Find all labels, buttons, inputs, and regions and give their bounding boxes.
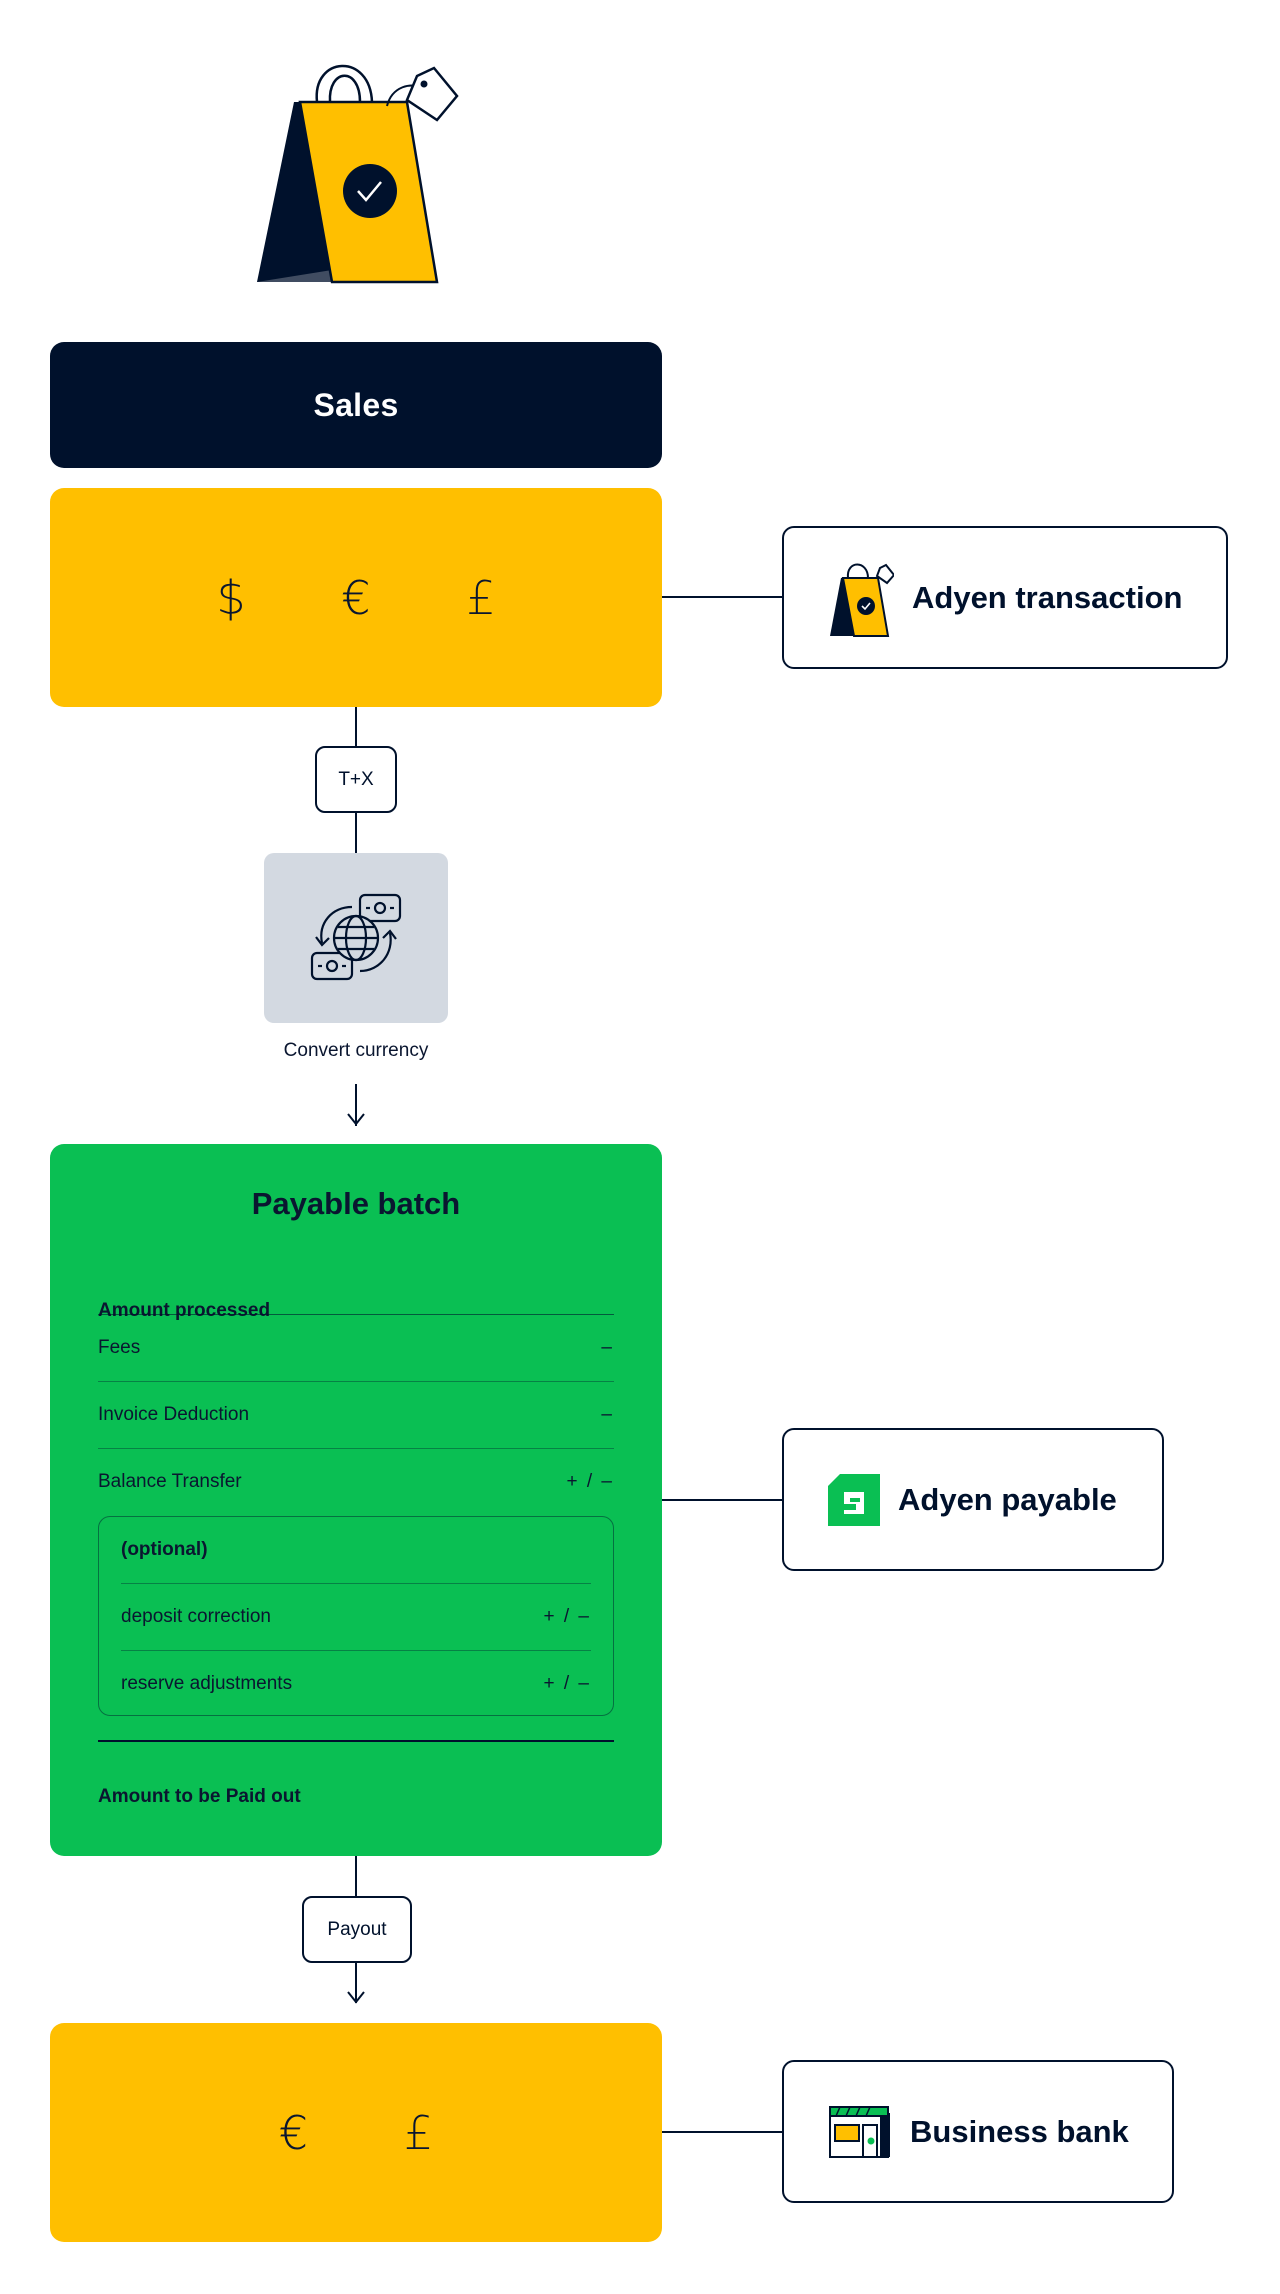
optional-row-label: deposit correction: [121, 1605, 271, 1627]
pound-symbol: £: [466, 570, 496, 625]
optional-adjustments-box: (optional) deposit correction + / – rese…: [98, 1516, 614, 1716]
convert-currency-caption: Convert currency: [283, 1040, 429, 1061]
dollar-symbol: $: [216, 570, 246, 625]
payable-batch-box: Payable batch Amount processed Fees – In…: [50, 1144, 662, 1856]
storefront-icon: [829, 2105, 890, 2158]
payable-batch-title: Payable batch: [251, 1186, 461, 1221]
batch-row-label: Amount processed: [98, 1300, 271, 1321]
connector-transaction: [662, 596, 782, 598]
connector-payout-top: [355, 1856, 357, 1896]
business-bank-card: Business bank: [782, 2060, 1174, 2203]
batch-row-signs: –: [601, 1403, 614, 1425]
optional-row-label: reserve adjustments: [121, 1672, 293, 1694]
pound-symbol: £: [403, 2105, 434, 2160]
batch-row-amount-processed: Amount processed: [98, 1278, 614, 1344]
batch-row-label: Fees: [98, 1336, 141, 1358]
optional-row-reserve-adjustments: reserve adjustments + / –: [121, 1650, 591, 1716]
arrow-to-batch: [355, 1084, 357, 1126]
sales-currency-box: $ € £: [50, 488, 662, 707]
sales-title: Sales: [313, 386, 399, 423]
batch-footer-label: Amount to be Paid out: [98, 1786, 301, 1807]
payout-currency-box: € £: [50, 2023, 662, 2242]
batch-row-label: Balance Transfer: [98, 1470, 242, 1492]
adyen-transaction-card: Adyen transaction: [782, 526, 1228, 669]
globe-currency-exchange-icon: [310, 893, 402, 981]
adyen-transaction-label: Adyen transaction: [912, 579, 1183, 615]
batch-row-label: Invoice Deduction: [98, 1403, 250, 1425]
convert-currency-tile: [264, 853, 448, 1023]
tx-label: T+X: [338, 768, 374, 790]
business-bank-label: Business bank: [910, 2113, 1129, 2149]
batch-row-fees-content: Fees –: [98, 1314, 614, 1380]
optional-row-signs: + / –: [543, 1605, 591, 1627]
payout-label: Payout: [327, 1918, 387, 1940]
batch-total-divider: [98, 1740, 614, 1742]
batch-row-fees: [98, 1314, 614, 1380]
optional-header-label: (optional): [121, 1539, 208, 1560]
connector-tx-top: [355, 707, 357, 747]
optional-row-signs: + / –: [543, 1672, 591, 1694]
batch-row-invoice-deduction: Invoice Deduction –: [98, 1381, 614, 1447]
arrow-to-bank-currencies: [355, 1963, 357, 2003]
batch-row-signs: –: [601, 1336, 614, 1358]
adyen-payable-card: Adyen payable: [782, 1428, 1164, 1571]
euro-symbol: €: [341, 570, 371, 625]
arrow-down-icon: [347, 1113, 365, 1126]
euro-symbol: €: [278, 2105, 309, 2160]
payout-pill: Payout: [302, 1896, 412, 1963]
optional-header: (optional): [121, 1517, 591, 1583]
sales-header: Sales: [50, 342, 662, 468]
batch-row-amount-paid-out: Amount to be Paid out: [98, 1764, 614, 1830]
batch-row-signs: + / –: [566, 1470, 614, 1492]
adyen-payable-label: Adyen payable: [898, 1481, 1117, 1517]
tx-pill: T+X: [315, 746, 397, 813]
connector-bank: [662, 2131, 782, 2133]
connector-payable: [662, 1499, 782, 1501]
connector-tx-bottom: [355, 813, 357, 853]
batch-row-balance-transfer: Balance Transfer + / –: [98, 1448, 614, 1514]
optional-row-deposit-correction: deposit correction + / –: [121, 1583, 591, 1649]
adyen-logo-icon: [828, 1473, 880, 1526]
arrow-down-icon: [347, 1991, 365, 2004]
shopping-bag-icon: [830, 563, 894, 637]
shopping-bag-check-icon: [257, 64, 459, 284]
